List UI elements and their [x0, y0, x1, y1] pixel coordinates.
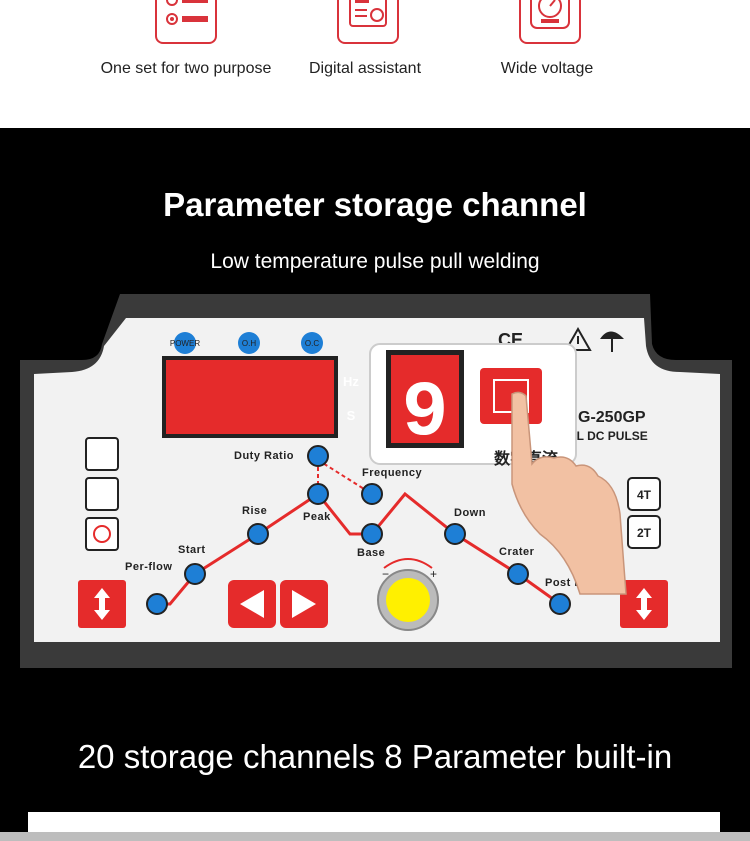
param-peak-label: Peak — [303, 511, 331, 523]
prev-button[interactable] — [228, 580, 276, 628]
feature-label-2: Digital assistant — [308, 60, 422, 77]
footer-heading: 20 storage channels 8 Parameter built-in — [77, 738, 673, 775]
function-icon-1[interactable] — [85, 437, 119, 471]
channel-zoom-popup: 9 数字直流 — [369, 343, 577, 468]
mode-4t-label: 4T — [637, 488, 652, 502]
panel-display-icon — [337, 0, 399, 44]
param-down-label: Down — [454, 507, 486, 519]
param-start[interactable]: Start — [178, 544, 206, 585]
param-down[interactable]: Down — [444, 507, 486, 545]
param-per-flow[interactable]: Per-flow — [125, 561, 172, 615]
welder-control-panel: POWER O.H O.C Hz S CE G-250GP AL DC PULS… — [20, 294, 732, 668]
section-title: Parameter storage channel — [163, 186, 587, 223]
param-frequency[interactable]: Frequency — [361, 467, 423, 505]
param-duty-ratio-label: Duty Ratio — [234, 450, 294, 462]
gauge-icon — [519, 0, 581, 44]
model-name: G-250GP — [578, 409, 646, 426]
param-per-flow-label: Per-flow — [125, 561, 172, 573]
channel-store-button[interactable] — [480, 368, 542, 424]
feature-label-1: One set for two purpose — [100, 60, 272, 77]
hand-pointer-icon — [511, 391, 627, 595]
function-icon-3[interactable] — [85, 517, 119, 551]
param-rise-label: Rise — [242, 505, 267, 517]
param-frequency-label: Frequency — [362, 467, 423, 479]
model-sub: AL DC PULSE — [568, 429, 648, 443]
feature-strip: One set for two purpose Digital assistan… — [0, 0, 750, 128]
mode-2t-label: 2T — [637, 526, 652, 540]
section-subtitle: Low temperature pulse pull welding — [210, 250, 540, 273]
mode-4t-button[interactable]: 4T — [627, 477, 661, 511]
indicator-oc-label: O.C — [305, 339, 319, 348]
param-base[interactable]: Base — [357, 523, 385, 559]
param-base-label: Base — [357, 547, 385, 559]
knob-minus: − — [382, 567, 389, 581]
feature-label-3: Wide voltage — [500, 60, 594, 77]
param-start-label: Start — [178, 544, 206, 556]
indicator-oh-label: O.H — [242, 339, 256, 348]
channel-digit: 9 — [402, 370, 449, 458]
indicator-oh: O.H — [238, 332, 260, 354]
left-updown-button[interactable] — [78, 580, 126, 628]
param-rise[interactable]: Rise — [242, 505, 269, 545]
unit-s: S — [347, 408, 356, 423]
param-crater[interactable]: Crater — [499, 546, 535, 585]
param-duty-ratio[interactable]: Duty Ratio — [234, 445, 329, 467]
param-crater-label: Crater — [499, 546, 535, 558]
knob-plus: + — [430, 567, 437, 581]
param-peak[interactable]: Peak — [303, 483, 331, 523]
bottom-strip — [0, 832, 750, 841]
umbrella-icon — [600, 331, 624, 352]
indicator-power-label: POWER — [170, 339, 200, 348]
right-updown-button[interactable] — [620, 580, 668, 628]
indicator-oc: O.C — [301, 332, 323, 354]
mode-2t-button[interactable]: 2T — [627, 515, 661, 549]
warning-icon — [564, 326, 592, 351]
toggle-switch-icon — [155, 0, 217, 44]
adjust-knob[interactable]: − + — [377, 558, 439, 631]
function-icon-2[interactable] — [85, 477, 119, 511]
next-button[interactable] — [280, 580, 328, 628]
indicator-power: POWER — [170, 332, 200, 354]
unit-hz: Hz — [343, 374, 359, 389]
